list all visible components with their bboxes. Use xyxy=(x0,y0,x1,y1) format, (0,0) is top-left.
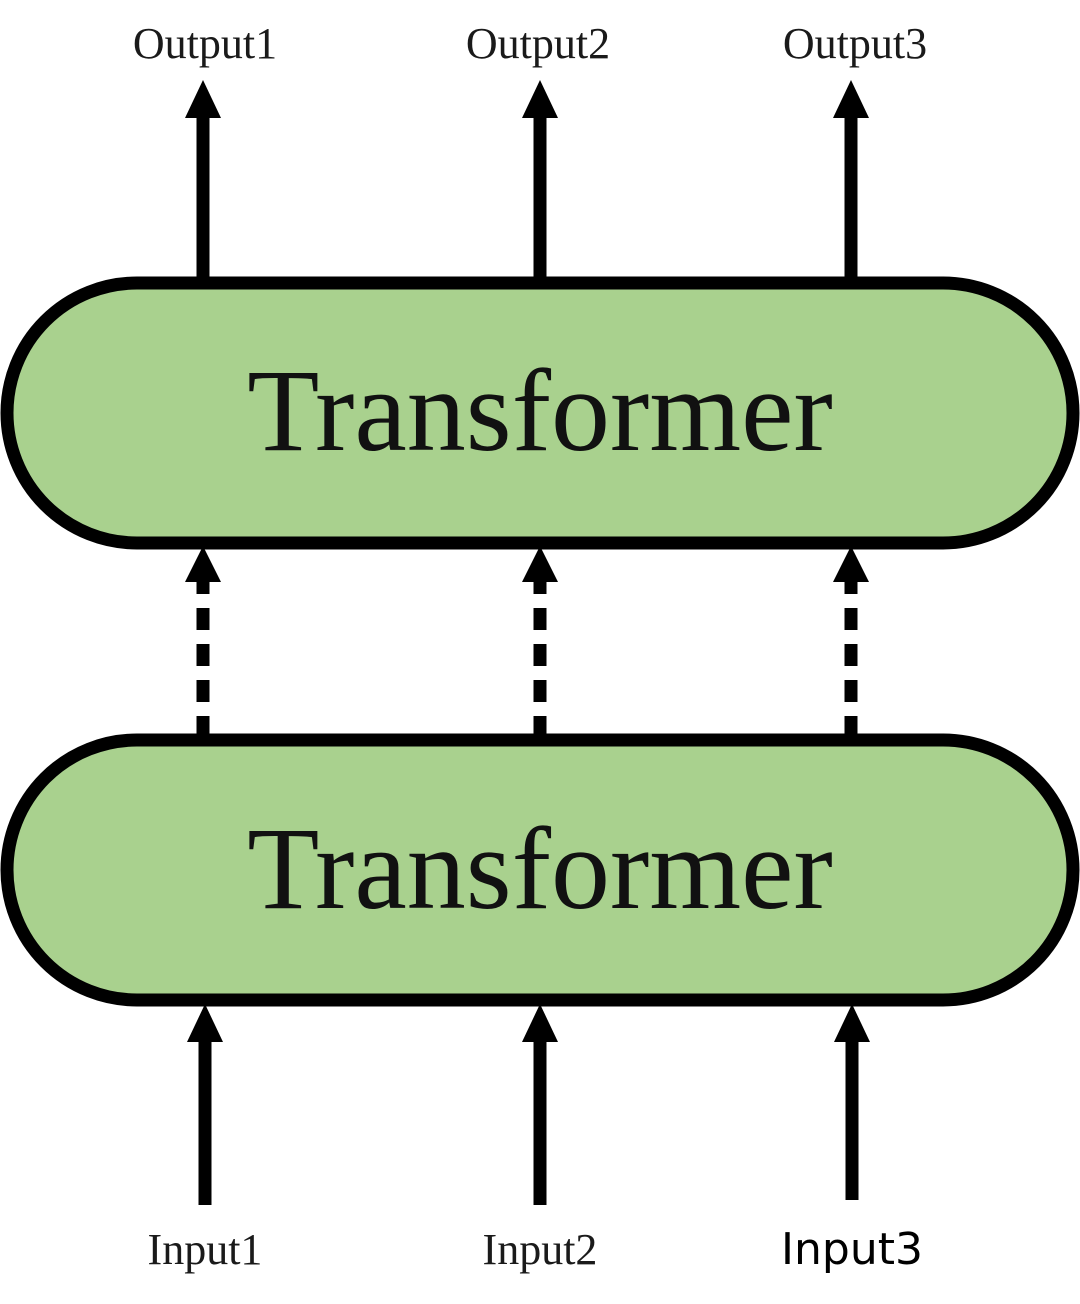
input-label-1: Input1 xyxy=(148,1225,263,1274)
dashed-arrow-1 xyxy=(185,546,221,738)
output-label-2: Output2 xyxy=(466,19,610,68)
output-arrow-2 xyxy=(522,80,558,285)
input-arrow-3 xyxy=(834,1004,870,1200)
transformer-block-top: Transformer xyxy=(0,276,1080,550)
input-arrow-2 xyxy=(522,1004,558,1205)
input-arrow-1 xyxy=(187,1004,223,1205)
output-label-1: Output1 xyxy=(133,19,277,68)
transformer-block-bottom: Transformer xyxy=(0,733,1080,1007)
transformer-block-bottom-shape xyxy=(0,733,1080,1007)
input-label-3: Input3 xyxy=(781,1224,923,1275)
transformer-block-bottom-label: Transformer xyxy=(247,803,833,934)
transformer-block-top-label: Transformer xyxy=(247,345,833,476)
dashed-arrow-3 xyxy=(833,546,869,738)
output-arrow-1 xyxy=(185,80,221,285)
input-label-2: Input2 xyxy=(483,1225,598,1274)
transformer-block-top-shape xyxy=(0,276,1080,550)
dashed-arrow-2 xyxy=(522,546,558,738)
output-arrow-3 xyxy=(833,80,869,285)
output-label-3: Output3 xyxy=(783,19,927,68)
